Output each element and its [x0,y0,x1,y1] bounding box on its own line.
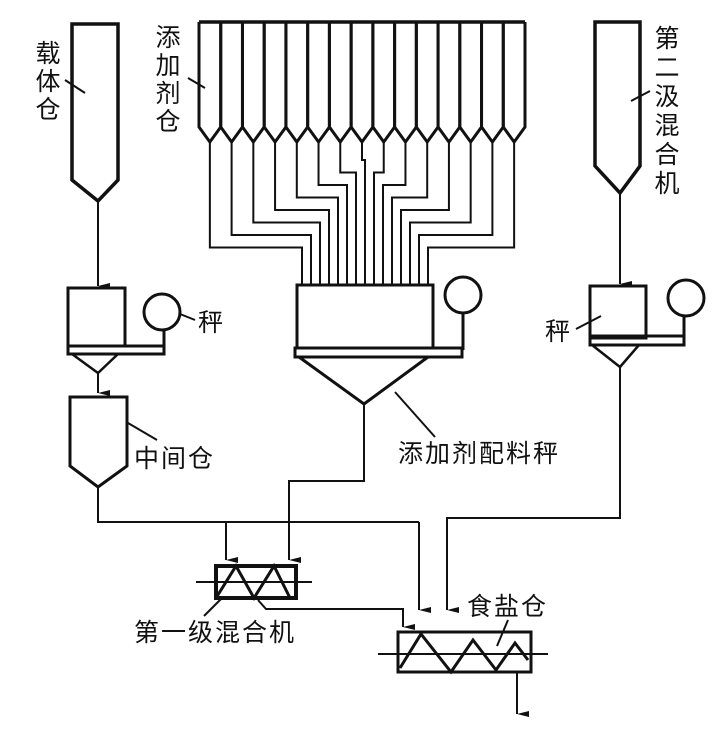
second-mixer-leader [630,90,651,102]
left-scale-label: 秤 [198,308,226,337]
salt-bin-leader [496,619,509,647]
additive-bins-label: 添加剂仓 [155,23,181,136]
right-scale-label: 秤 [545,317,573,346]
carrier-bin-label: 载体仓 [35,39,61,124]
intermediate-bin [68,395,129,489]
right-scale-leader [575,315,602,330]
additive-bin [480,22,505,145]
additive-pipe [339,142,357,285]
additive-bin [501,22,527,145]
additive-pipe [274,142,330,285]
additive-bin [349,22,375,145]
right-scale-funnel [591,344,640,369]
left-scale-platform [66,344,166,356]
carrier-bin-leader [64,79,86,94]
batching-scale-label: 添加剂配料秤 [398,439,561,468]
left-scale-funnel [71,352,119,375]
left-scale-hopper [66,286,127,348]
additive-bin [284,22,310,145]
right-scale-platform [588,334,686,347]
right-scale-dial-icon [666,278,706,318]
additive-pipe [418,142,494,285]
second-mixer-bin [593,20,642,196]
carrier-bin [70,22,120,204]
additive-pipe [230,142,312,285]
first-mixer-leader [203,597,223,617]
pipe-mixer1-to-salt [257,599,415,630]
additive-bin [262,22,288,145]
first-mixer-label: 第一级混合机 [134,618,297,647]
batching-scale-platform [293,346,464,359]
additive-bin [393,22,418,145]
additive-pipe [427,142,516,285]
additive-pipe [361,142,366,285]
salt-bin-label: 食盐仓 [467,592,549,621]
additive-pipe [400,142,450,285]
additive-bin [240,22,266,145]
intermediate-bin-label: 中间仓 [134,444,216,473]
first-mixer-screw [214,562,292,601]
additive-bins-leader [187,77,206,89]
left-scale-leader [179,313,196,321]
additive-pipe [252,142,321,285]
pipe-batching-to-mixer1 [288,404,365,563]
second-mixer-label: 第二汲混合机 [654,24,680,198]
additive-bin [327,22,353,145]
pipe-right-scale-to-salt [446,367,621,613]
batching-scale-hopper [295,283,435,350]
additive-pipe [373,142,385,285]
right-scale-hopper [588,284,648,340]
additive-bin [197,22,223,145]
batching-scale-funnel [298,355,429,406]
left-scale-dial-icon [142,292,182,332]
additive-bin [306,22,331,145]
salt-bin-body [396,630,533,674]
additive-bins-group [197,20,527,145]
pipe-intermediate-main [97,487,419,523]
additive-pipe [317,142,348,285]
additive-pipe [382,142,407,285]
additive-bin [414,22,440,145]
additive-bin [219,22,244,145]
additive-bin [371,22,397,145]
additive-pipes-group [208,142,516,285]
additive-pipe [295,142,339,285]
batching-scale-dial-icon [443,275,483,315]
salt-bin-screw [398,631,530,675]
additive-bin [436,22,462,145]
additive-bin [458,22,484,145]
additive-pipe [391,142,429,285]
additive-pipe [409,142,472,285]
intermediate-bin-leader [127,422,158,441]
additive-pipe [208,142,303,285]
batching-scale-leader [394,391,436,438]
